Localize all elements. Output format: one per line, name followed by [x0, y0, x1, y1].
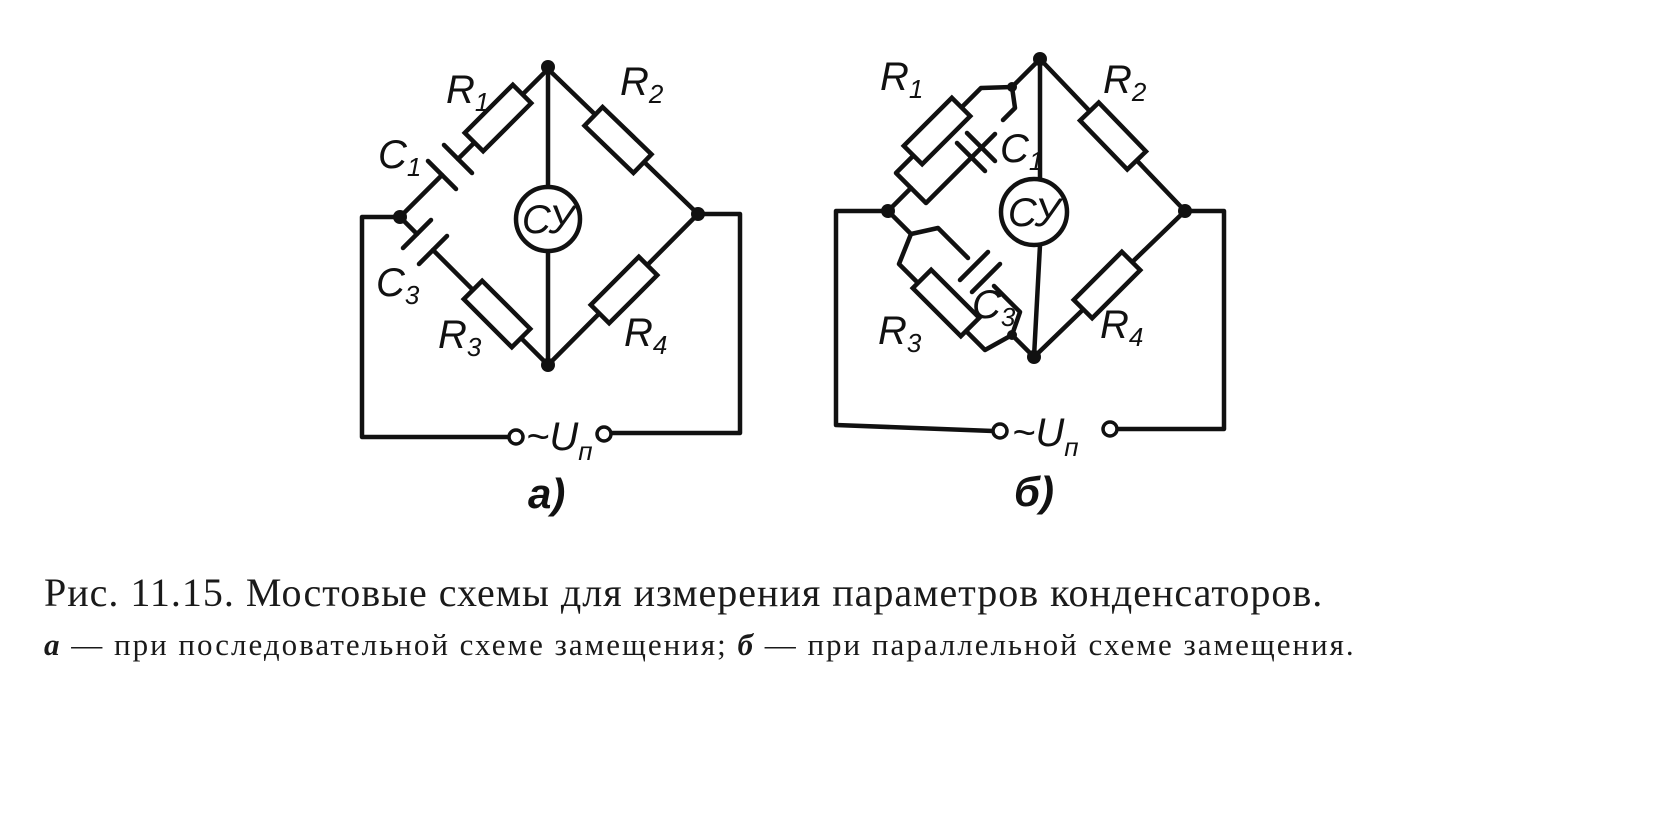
b-node-bottom	[1027, 350, 1041, 364]
diagram-a: СУ R1 R2 C1 C3 R3 R4 ~Uп а)	[359, 60, 743, 517]
b-resistor-r2	[1076, 99, 1150, 173]
a-resistor-r3	[460, 277, 534, 351]
b-label-c1: C1	[1000, 127, 1043, 176]
b-label-r1: R1	[880, 55, 923, 104]
caption-description: а — при последовательной схеме замещения…	[44, 626, 1624, 663]
a-source-terminal-left	[507, 428, 525, 446]
bridge-circuits-figure: СУ R1 R2 C1 C3 R3 R4 ~Uп а)	[359, 52, 1227, 517]
b-resistor-r1	[900, 94, 974, 168]
a-label-source: ~Uп	[526, 415, 593, 466]
caption-key-b: б	[737, 627, 755, 662]
a-label-c1: C1	[378, 133, 421, 182]
b-resistor-r4	[1070, 248, 1144, 322]
b-detector-circle	[998, 176, 1070, 248]
b-source-terminal-right	[1101, 420, 1119, 438]
b-wire-detector-branch	[1031, 56, 1043, 360]
a-node-left	[393, 210, 407, 224]
caption-key-a: а	[44, 627, 62, 662]
a-wire-supply-loop	[359, 211, 743, 440]
a-label-r1: R1	[446, 68, 489, 117]
b-node-top	[1033, 52, 1047, 66]
a-capacitor-c1	[425, 142, 475, 192]
a-label-r4: R4	[624, 311, 667, 360]
b-capacitor-c3	[957, 249, 1003, 295]
a-resistor-r2	[581, 103, 655, 177]
b-label-r2: R2	[1103, 58, 1147, 107]
b-detector-label: СУ	[1008, 191, 1064, 235]
b-capacitor-c1	[954, 130, 998, 174]
caption-text-b: — при параллельной схеме за­мещения.	[754, 627, 1356, 662]
a-node-top	[541, 60, 555, 74]
b-node-r1-junction	[1007, 82, 1017, 92]
b-panel-label: б)	[1014, 468, 1054, 515]
caption-text-a: — при последовательной схеме замещения;	[61, 627, 738, 662]
b-label-c3: C3	[972, 283, 1016, 332]
b-resistor-r3	[909, 266, 983, 340]
b-node-r3-junction	[1007, 330, 1017, 340]
a-label-r3: R3	[438, 313, 482, 362]
a-label-c3: C3	[376, 261, 420, 310]
a-source-terminal-right	[595, 425, 613, 443]
a-node-right	[691, 207, 705, 221]
b-wire-supply-loop	[833, 208, 1227, 434]
a-panel-label: а)	[528, 470, 565, 517]
b-label-source: ~Uп	[1012, 411, 1079, 462]
b-label-r4: R4	[1100, 303, 1143, 352]
a-node-bottom	[541, 358, 555, 372]
diagram-b: СУ R1 R2 C1 C3 R3 R4 ~Uп б)	[833, 52, 1227, 515]
a-detector-circle	[513, 184, 583, 254]
figure-caption: Рис. 11.15. Мостовые схемы для измерения…	[44, 568, 1624, 663]
caption-title: Рис. 11.15. Мостовые схемы для измерения…	[44, 570, 1324, 615]
a-detector-label: СУ	[522, 198, 578, 242]
b-source-terminal-left	[991, 422, 1009, 440]
a-capacitor-c3	[400, 217, 450, 267]
a-label-r2: R2	[620, 60, 664, 109]
a-resistor-r4	[587, 253, 661, 327]
a-resistor-r1	[461, 81, 535, 155]
b-node-left	[881, 204, 895, 218]
b-node-right	[1178, 204, 1192, 218]
b-label-r3: R3	[878, 309, 922, 358]
